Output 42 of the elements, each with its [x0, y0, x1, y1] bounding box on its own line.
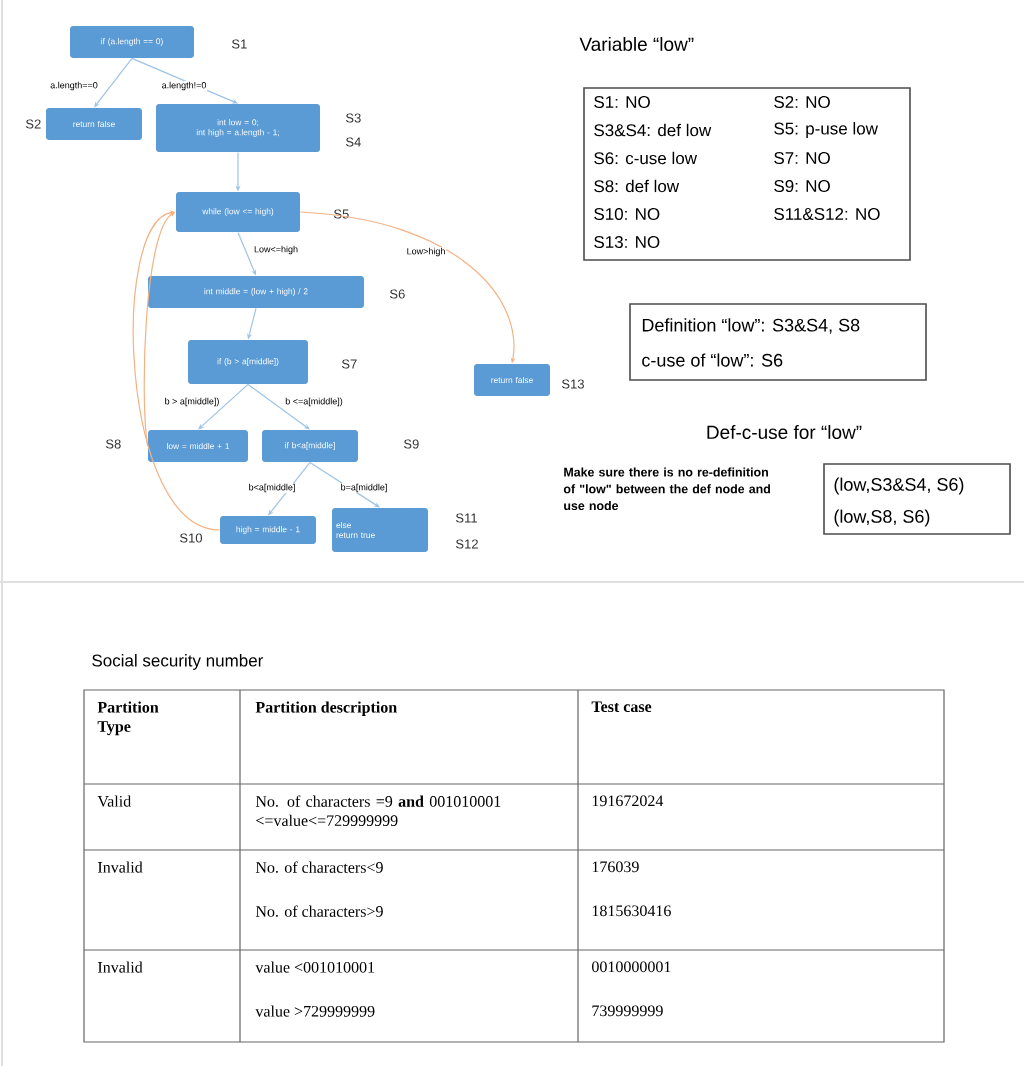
table-entry: S11&S12: NO [774, 208, 880, 220]
table-cell: 176039 [592, 861, 639, 873]
table-cell: 0010000001 [592, 961, 671, 973]
table-cell: No. of characters<9 [255, 861, 383, 873]
table-entry: S13: NO [594, 236, 660, 248]
table-entry: S6: c-use low [594, 151, 698, 165]
table-cell: Invalid [97, 861, 143, 873]
table-title: Social security number [92, 654, 263, 670]
section-title: Def-c-use for “low” [707, 425, 862, 439]
table-entry: S3&S4: def low [594, 123, 712, 137]
table-entry: S10: NO [594, 208, 660, 220]
table-entry: S1: NO [594, 96, 650, 108]
arrow [268, 461, 311, 516]
heading: Variable “low” [579, 37, 694, 51]
box-text: Definition “low”: S3&S4, S8 [642, 318, 860, 334]
table-cell: 191672024 [592, 795, 664, 807]
table-cell: Invalid [97, 961, 143, 973]
box-text: (low,S3&S4, S6) [834, 477, 964, 495]
arrow [198, 383, 249, 430]
text-box [823, 463, 1011, 535]
box-text: (low,S8, S6) [834, 509, 930, 527]
arrow [131, 57, 238, 104]
table-entry: S2: NO [774, 96, 830, 108]
arrow [132, 210, 221, 531]
table-cell: No. of characters>9 [255, 905, 383, 917]
table-cell: value <001010001 [255, 961, 375, 973]
text-box [629, 303, 927, 381]
table-entry: S9: NO [774, 180, 830, 192]
table-cell: value >729999999 [255, 1005, 375, 1017]
table-cell: 1815630416 [592, 905, 671, 917]
table-entry: S5: p-use low [774, 122, 878, 138]
table-entry: S7: NO [774, 152, 830, 164]
arrow [247, 383, 310, 430]
header-cell: Test case [591, 701, 652, 713]
header-cell: Partition Type [97, 701, 159, 736]
arrow [94, 57, 133, 108]
table-cell: No. of characters =9 and 001010001 <=value<=729999999 [255, 795, 501, 827]
table-cell: 739999999 [592, 1005, 663, 1017]
box-text: c-use of “low”: S6 [642, 353, 783, 367]
table-cell: Valid [97, 795, 131, 807]
header-cell: Partition description [255, 701, 397, 716]
table-entry: S8: def low [594, 179, 680, 193]
